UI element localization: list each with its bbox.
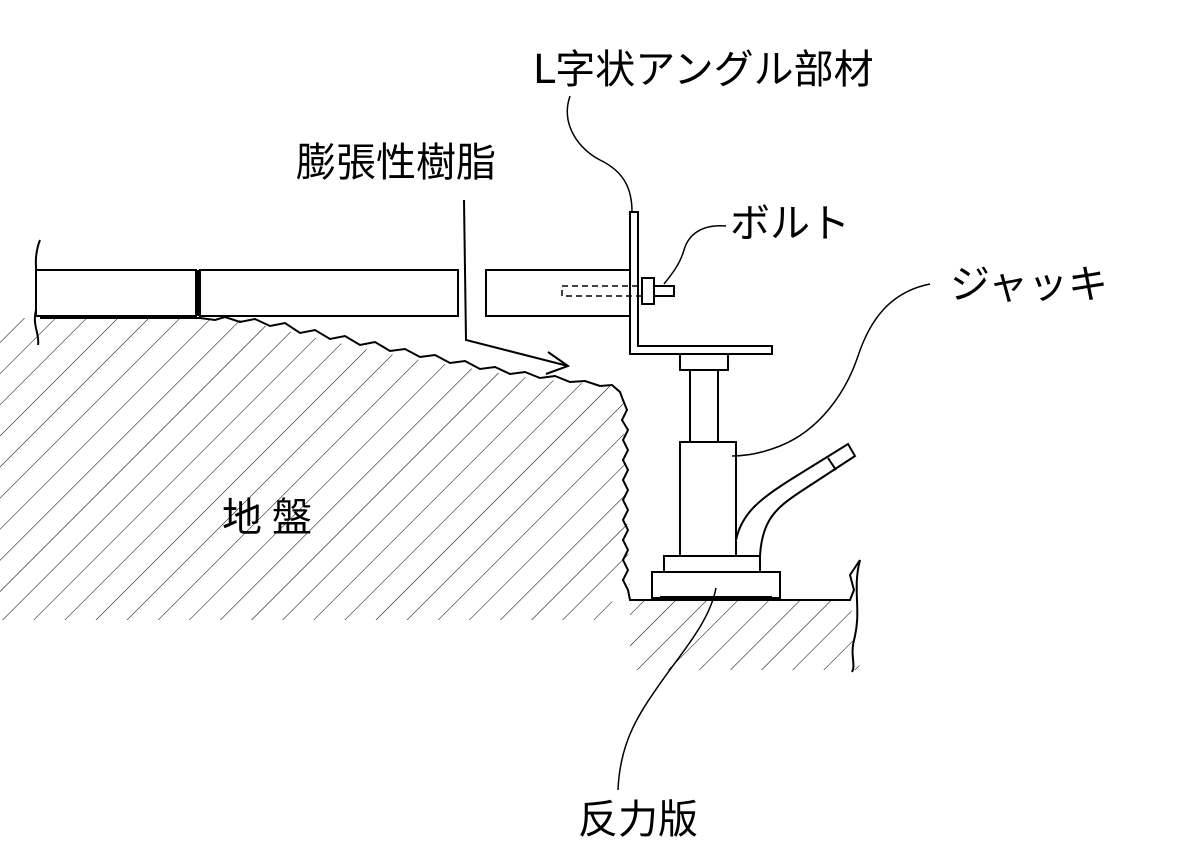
label-ground: 地盤: [222, 498, 322, 538]
jack: [664, 354, 855, 572]
label-bolt: ボルト: [730, 204, 850, 244]
label-angle-member: L字状アングル部材: [533, 50, 874, 90]
slab: [36, 270, 631, 316]
leader-jack: [732, 284, 930, 456]
leader-bolt: [664, 226, 726, 284]
label-reaction-plate: 反力版: [578, 800, 698, 840]
label-jack: ジャッキ: [950, 265, 1108, 305]
label-expansive-resin: 膨張性樹脂: [296, 143, 496, 183]
reaction-plate: [652, 572, 780, 598]
leader-angle-member: [567, 96, 632, 212]
